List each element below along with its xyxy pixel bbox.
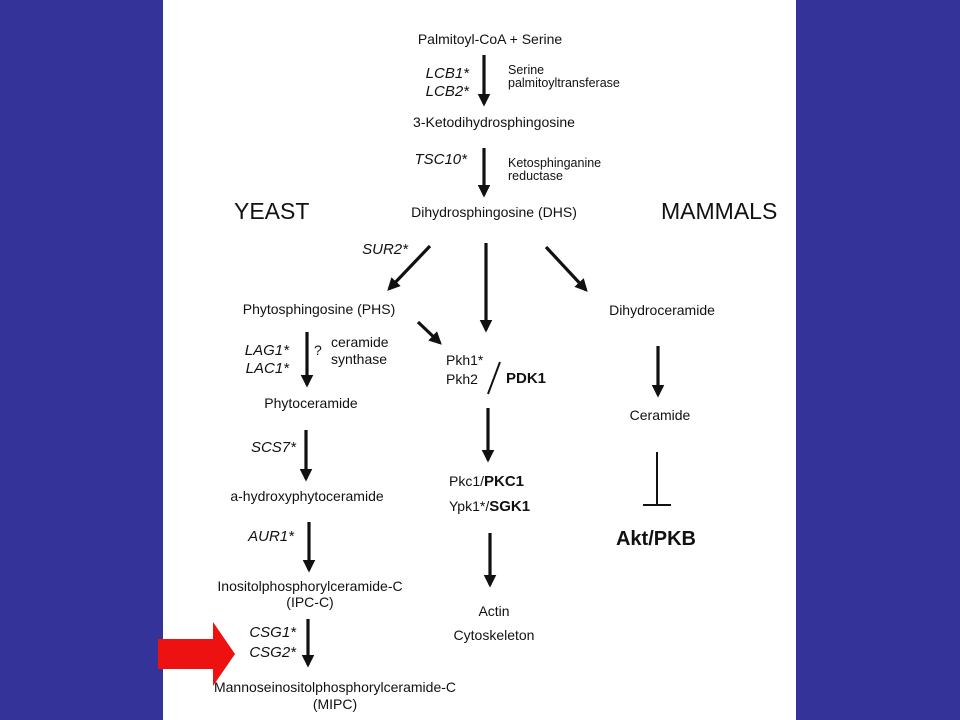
kinase-ypk1-yeast: Ypk1*/ xyxy=(449,498,489,514)
gene-lag1: LAG1* xyxy=(245,342,290,359)
gene-tsc10: TSC10* xyxy=(414,151,468,168)
gene-sur2: SUR2* xyxy=(362,241,409,258)
gene-lcb2: LCB2* xyxy=(426,83,471,100)
gene-csg1: CSG1* xyxy=(249,624,297,641)
kinase-pdk1: PDK1 xyxy=(506,370,546,387)
node-phytoceramide: Phytoceramide xyxy=(264,395,358,411)
enzyme-ketosphinganine-reductase-line1: Ketosphinganine xyxy=(508,156,601,170)
enzyme-ceramide-synthase-line2: synthase xyxy=(331,351,387,367)
separator-slash xyxy=(487,361,501,395)
gene-lac1: LAC1* xyxy=(246,360,291,377)
node-dihydroceramide: Dihydroceramide xyxy=(609,302,715,318)
node-dihydrosphingosine: Dihydrosphingosine (DHS) xyxy=(411,204,577,220)
gene-lcb1: LCB1* xyxy=(426,65,471,82)
enzyme-serine-palmitoyltransferase-line1: Serine xyxy=(508,63,544,77)
enzyme-ceramide-synthase-line1: ceramide xyxy=(331,334,389,350)
highlight-arrow xyxy=(158,622,235,686)
diagram-panel xyxy=(163,0,796,720)
node-a-hydroxyphytoceramide: a-hydroxyphytoceramide xyxy=(230,488,384,504)
kinase-sgk1-mammal: SGK1 xyxy=(489,498,530,515)
enzyme-ketosphinganine-reductase-line2: reductase xyxy=(508,169,563,183)
enzyme-serine-palmitoyltransferase-line2: palmitoyltransferase xyxy=(508,76,620,90)
arrow-phs-to-pkh xyxy=(416,320,442,345)
gene-aur1: AUR1* xyxy=(247,528,295,545)
node-ceramide: Ceramide xyxy=(630,407,691,423)
arrow-dhs-to-phs xyxy=(387,244,432,291)
arrow-dhs-to-dihydroceramide xyxy=(544,245,588,292)
gene-scs7: SCS7* xyxy=(251,439,297,456)
node-mipc-line1: Mannoseinositolphosphorylceramide-C xyxy=(214,679,456,695)
node-ipc-line1: Inositolphosphorylceramide-C xyxy=(217,578,402,594)
node-actin-line2: Cytoskeleton xyxy=(454,627,535,643)
node-akt-pkb: Akt/PKB xyxy=(616,528,696,550)
kinase-pkc1-line: Pkc1/PKC1 xyxy=(449,473,524,490)
kinase-pkc1-yeast: Pkc1/ xyxy=(449,473,484,489)
enzyme-unknown-question: ? xyxy=(314,342,322,358)
node-palmitoyl-coa-serine: Palmitoyl-CoA + Serine xyxy=(418,31,563,47)
yeast-header: YEAST xyxy=(234,198,309,224)
node-ipc-line2: (IPC-C) xyxy=(286,594,333,610)
mammals-header: MAMMALS xyxy=(661,198,777,224)
node-phytosphingosine: Phytosphingosine (PHS) xyxy=(243,301,396,317)
gene-csg2: CSG2* xyxy=(249,644,297,661)
kinase-pkc1-mammal: PKC1 xyxy=(484,473,524,490)
node-3-ketodihydrosphingosine: 3-Ketodihydrosphingosine xyxy=(413,114,575,130)
node-actin-line1: Actin xyxy=(478,603,509,619)
kinase-pkh1: Pkh1* xyxy=(446,352,484,368)
kinase-ypk1-line: Ypk1*/SGK1 xyxy=(449,498,530,515)
kinase-pkh2: Pkh2 xyxy=(446,371,478,387)
node-mipc-line2: (MIPC) xyxy=(313,696,357,712)
